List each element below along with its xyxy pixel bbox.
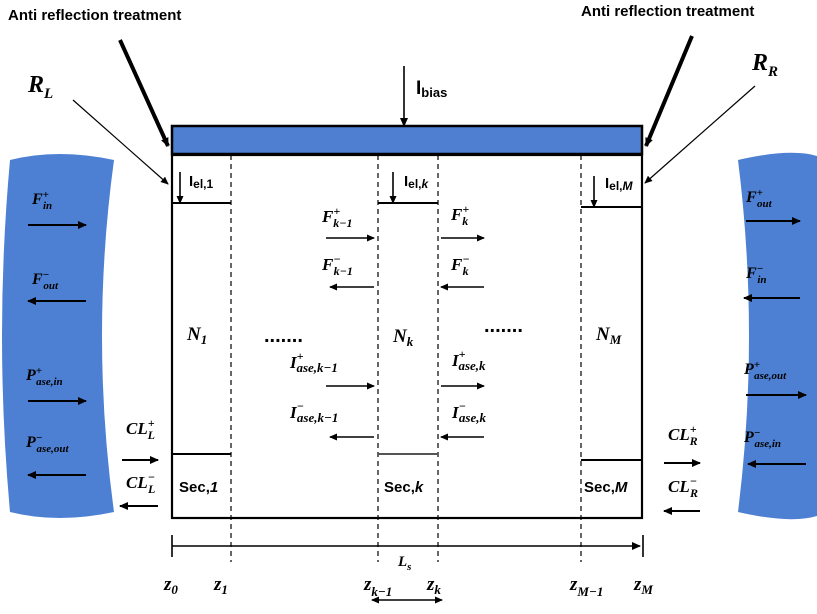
f-minus-k-label: F−k xyxy=(450,252,470,278)
f-minus-km1-label: F−k−1 xyxy=(321,252,353,278)
z1-label: z1 xyxy=(213,574,228,597)
amplifier-box xyxy=(170,153,644,520)
ar-right-label: Anti reflection treatment xyxy=(581,3,754,20)
section-bottoms xyxy=(172,453,642,461)
el-m-label: Iel,M xyxy=(605,175,634,193)
cl-right-plus-label: CL+R xyxy=(668,422,698,448)
n-k-label: Nk xyxy=(392,326,414,349)
reflectivity-pointers xyxy=(72,85,756,185)
internal-arrows xyxy=(326,234,485,441)
f-out-plus-label: F+out xyxy=(745,187,773,210)
z0-label: z0 xyxy=(163,574,178,597)
cl-left-minus-label: CL−L xyxy=(126,470,155,496)
cl-right-minus-label: CL−R xyxy=(668,474,698,500)
f-in-plus-label: F+in xyxy=(31,189,52,212)
zmm1-label: zM−1 xyxy=(569,574,603,599)
n-m-label: NM xyxy=(595,324,622,347)
refl-right-label: RR xyxy=(751,50,778,80)
sec-k-label: Sec,k xyxy=(384,479,424,496)
left-lens xyxy=(2,154,114,518)
ellipsis-left: ....... xyxy=(264,325,303,347)
ase-plus-k-label: I+ase,k xyxy=(451,347,486,373)
electrode-bar xyxy=(170,124,644,156)
el-k-label: Iel,k xyxy=(404,173,430,191)
anti-reflection-arrows xyxy=(118,35,694,147)
bias-label: Ibias xyxy=(416,78,447,100)
f-out-minus-label: F−out xyxy=(31,269,59,292)
left-port-arrows xyxy=(27,221,159,510)
sec-m-label: Sec,M xyxy=(584,479,628,496)
ase-plus-km1-label: I+ase,k−1 xyxy=(289,349,338,375)
ellipsis-right: ....... xyxy=(484,315,523,337)
p-ase-out-plus-label: P+ase,out xyxy=(743,359,787,382)
length-axis xyxy=(171,535,644,604)
ase-minus-k-label: I−ase,k xyxy=(451,399,486,425)
p-ase-in-minus-label: P−ase,in xyxy=(743,427,781,450)
p-ase-in-plus-label: P+ase,in xyxy=(25,365,63,388)
ar-left-label: Anti reflection treatment xyxy=(8,7,181,24)
zm-label: zM xyxy=(633,574,653,597)
n-1-label: N1 xyxy=(186,324,207,347)
sec-1-label: Sec,1 xyxy=(179,479,218,496)
length-label: Ls xyxy=(397,554,411,573)
refl-left-label: RL xyxy=(27,72,53,102)
zkm1-label: zk−1 xyxy=(363,574,392,599)
section-boundaries xyxy=(230,155,582,562)
zk-label: zk xyxy=(426,574,441,597)
right-lens xyxy=(738,152,817,520)
f-plus-km1-label: F+k−1 xyxy=(321,204,352,230)
ase-minus-km1-label: I−ase,k−1 xyxy=(289,399,338,425)
f-in-minus-label: F−in xyxy=(745,263,767,286)
f-plus-k-label: F+k xyxy=(450,202,469,228)
current-arrows xyxy=(176,66,598,208)
el-1-label: Iel,1 xyxy=(189,173,214,191)
p-ase-out-minus-label: P−ase,out xyxy=(25,432,69,455)
right-port-arrows xyxy=(663,217,807,515)
electrode-segments xyxy=(172,202,642,208)
cl-left-plus-label: CL+L xyxy=(126,416,155,442)
